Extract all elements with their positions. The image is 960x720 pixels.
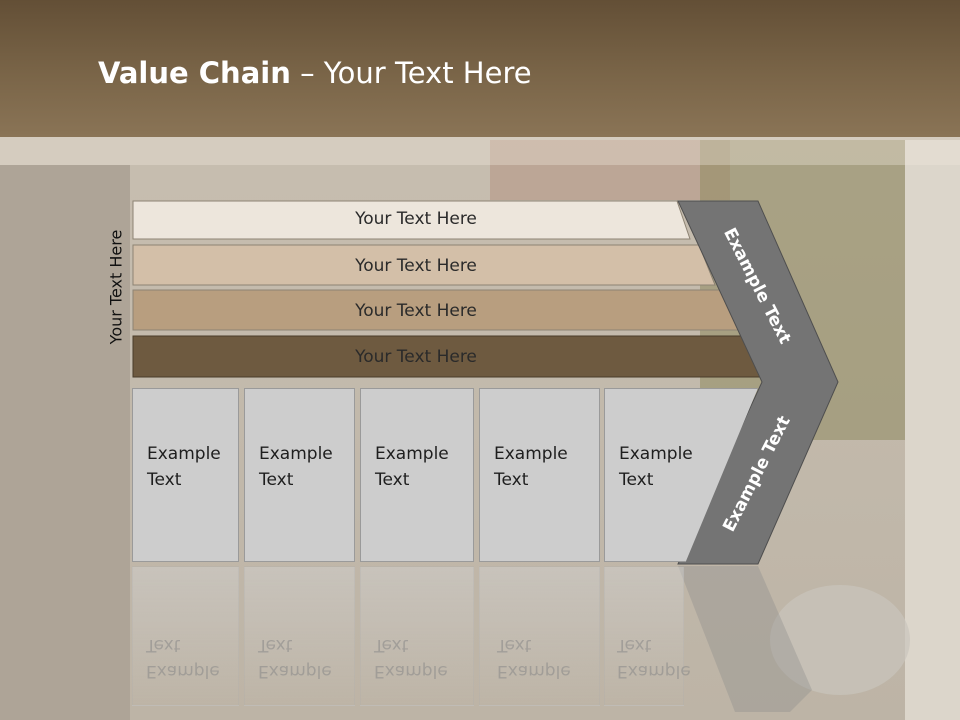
bar-1: [132, 200, 691, 240]
bar-3-label: Your Text Here: [355, 301, 477, 321]
bar-2-label: Your Text Here: [355, 256, 477, 276]
chevron-reflection: [678, 566, 812, 712]
activity-box-2-reflection: [244, 566, 355, 706]
title-bar-strip: [0, 137, 960, 165]
bar-1-label: Your Text Here: [355, 209, 477, 229]
bar-4-label: Your Text Here: [355, 347, 477, 367]
chevron-arrow: [677, 200, 839, 565]
activity-box-5-reflection: [604, 566, 684, 706]
slide-title: Value Chain – Your Text Here: [98, 56, 532, 90]
slide-title-bold: Value Chain: [98, 56, 291, 90]
bar-2: [132, 244, 716, 286]
activity-box-1-reflection: [132, 566, 239, 706]
activity-box-4-reflection: [479, 566, 600, 706]
slide-title-rest: – Your Text Here: [290, 56, 532, 90]
activity-box-3-reflection: [360, 566, 474, 706]
title-bar: [0, 0, 960, 137]
